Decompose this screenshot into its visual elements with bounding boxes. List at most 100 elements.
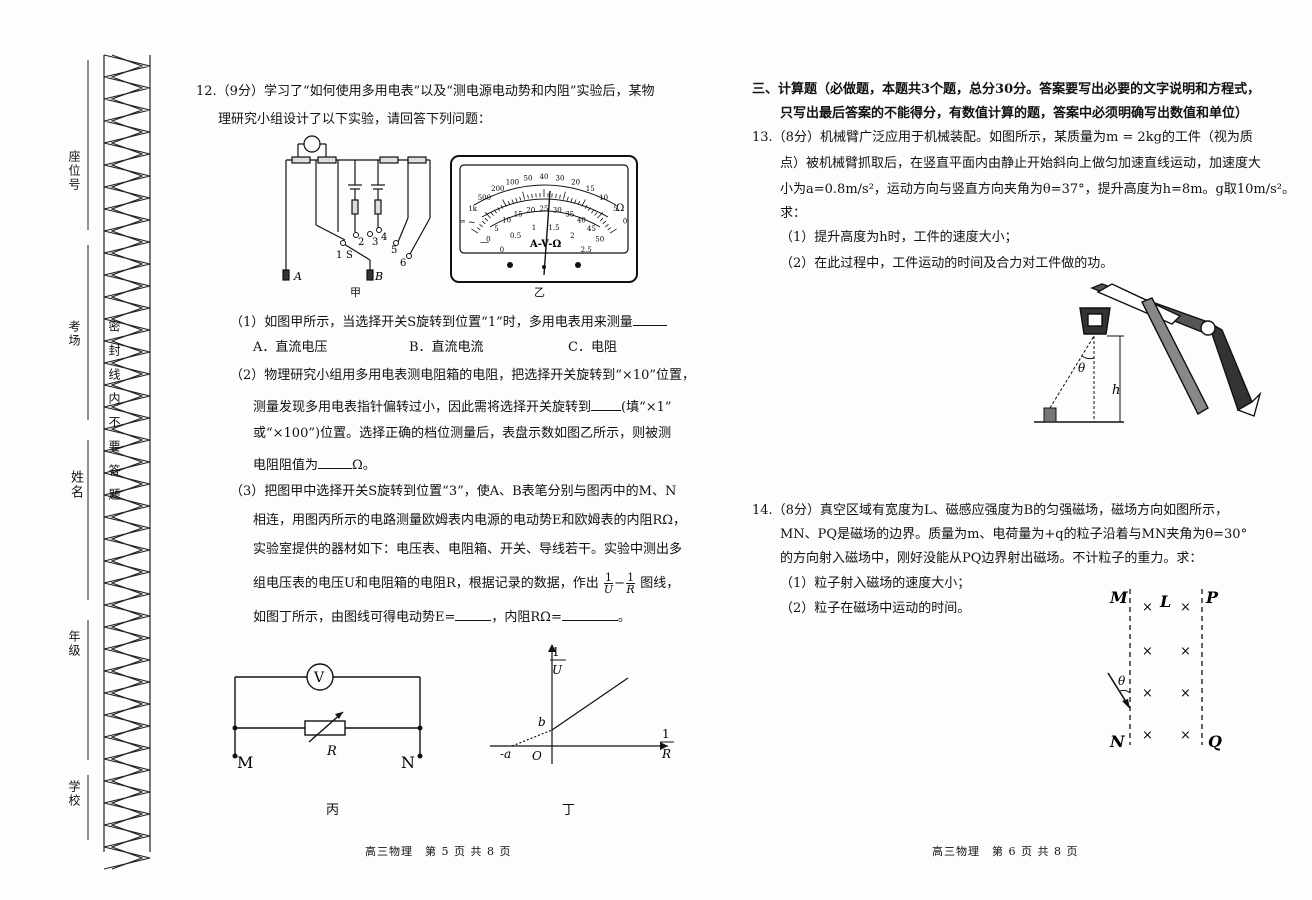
dial-scale-label: 50 xyxy=(524,174,533,182)
q12-part3-l5: 如图丁所示，由图线可得电动势E=，内阻RΩ=。 xyxy=(253,606,631,627)
binding-lines xyxy=(87,54,151,870)
q13-line3: 小为a=0.8m/s²，运动方向与竖直方向夹角为θ=37°，提升高度为h=8m。… xyxy=(780,182,1295,197)
fig-bing-caption: 丙 xyxy=(326,803,340,818)
fig-yi-caption: 乙 xyxy=(534,286,545,299)
dial-scale-label: 45 xyxy=(587,225,596,233)
dial-tick xyxy=(471,228,479,234)
dial-scale-label: ∞ xyxy=(460,218,466,226)
q14-magnetic-field-figure: M L P N Q ×× ×× ×× ×× θ xyxy=(1107,588,1222,751)
dial-tick xyxy=(605,223,609,228)
dial-scale-label: 2 xyxy=(570,232,574,240)
svg-text:×: × xyxy=(1142,686,1153,701)
dial-scale-label: 0.5 xyxy=(510,232,521,240)
dial-scale-label: 40 xyxy=(577,217,586,225)
school-label: 学校 xyxy=(67,780,81,808)
dial-scale-label: 20 xyxy=(571,178,580,186)
svg-text:4: 4 xyxy=(381,232,387,243)
figure-ding-graph: 1 U 1 R b -a O xyxy=(490,644,674,764)
svg-text:S: S xyxy=(346,250,353,261)
name-label: 姓名 xyxy=(68,470,83,500)
dial-tick xyxy=(522,191,525,200)
seat-label: 座位号 xyxy=(67,150,81,192)
dial-tick xyxy=(484,212,491,219)
svg-text:N: N xyxy=(1109,732,1126,751)
svg-text:O: O xyxy=(532,749,542,763)
dial-scale-label: 10 xyxy=(502,217,511,225)
dial-scale-label: 2.5 xyxy=(581,246,592,254)
footer-right: 高三物理 第 6 页 共 8 页 xyxy=(932,845,1079,858)
q14-sub1: （1）粒子射入磁场的速度大小； xyxy=(780,576,971,591)
dial-scale-label: 20 xyxy=(526,206,535,214)
dial-tick xyxy=(609,228,617,234)
svg-text:M: M xyxy=(237,753,253,772)
q12-line2: 理研究小组设计了以下实验，请回答下列问题： xyxy=(218,112,492,127)
dial-tick xyxy=(502,199,507,207)
dial-scale-label: 10 xyxy=(599,194,608,202)
dial-scale-label: 1 xyxy=(532,224,536,232)
dial-scale-label: 200 xyxy=(491,185,504,193)
dial-tick xyxy=(587,207,591,212)
dial-scale-label: 1k xyxy=(468,205,477,213)
dial-scale-label: 1.5 xyxy=(548,224,559,232)
dial-tick xyxy=(531,193,533,198)
dial-scale-label: 35 xyxy=(565,210,574,218)
q12-opt-b: B．直流电流 xyxy=(409,340,484,355)
dial-tick xyxy=(577,201,581,205)
q13-robot-arm-figure: θ h xyxy=(1034,283,1262,423)
q14-line3: 的方向射入磁场中，刚好没能从PQ边界射出磁场。不计粒子的重力。求： xyxy=(780,551,1203,566)
room-label: 考场 xyxy=(67,320,81,348)
dial-tick xyxy=(563,191,566,200)
dial-scale-label: 40 xyxy=(540,173,549,181)
q12-blank1[interactable] xyxy=(632,311,667,326)
q12-opt-c: C．电阻 xyxy=(568,340,617,355)
svg-text:1: 1 xyxy=(336,250,342,261)
q12-line1: 12.（9分）学习了“如何使用多用电表”以及“测电源电动势和内阻”实验后，某物 xyxy=(196,84,655,99)
dial-tick xyxy=(559,194,561,199)
svg-text:h: h xyxy=(1112,383,1120,398)
dial-tick xyxy=(599,217,604,222)
dial-tick xyxy=(481,220,486,225)
svg-text:L: L xyxy=(1159,592,1171,611)
q12-part3-l3: 实验室提供的器材如下：电压表、电阻箱、开关、导线若干。实验中测出多 xyxy=(253,542,683,557)
svg-text:×: × xyxy=(1142,728,1153,743)
svg-text:θ: θ xyxy=(1118,674,1126,688)
q14-line1: 14.（8分）真空区域有宽度为L、磁感应强度为B的匀强磁场，磁场方向如图所示， xyxy=(752,503,1229,518)
dial-tick xyxy=(581,199,586,207)
dial-tick xyxy=(555,193,557,198)
q12-part3-l2: 相连，用图丙所示的电路测量欧姆表内电源的电动势E和欧姆表的内阻RΩ， xyxy=(253,513,687,528)
dial-tick xyxy=(566,196,569,201)
svg-text:M: M xyxy=(1109,588,1129,607)
svg-text:×: × xyxy=(1180,600,1191,615)
footer-left: 高三物理 第 5 页 共 8 页 xyxy=(365,845,512,858)
q12-blank4[interactable] xyxy=(455,606,492,621)
dial-tick xyxy=(519,196,522,201)
svg-text:×: × xyxy=(1180,686,1191,701)
q12-blank5[interactable] xyxy=(561,606,618,621)
dial-scale-label: 5 xyxy=(613,205,617,213)
q12-blank2[interactable] xyxy=(591,396,622,411)
dial-tick xyxy=(500,204,504,209)
dial-tick xyxy=(497,207,501,212)
dial-scale-label: 500 xyxy=(478,194,491,202)
dial-tick xyxy=(490,212,494,216)
q12-blank3[interactable] xyxy=(318,454,353,469)
dial-tick xyxy=(607,227,612,231)
dial-scale-label: 15 xyxy=(514,210,523,218)
q12-part2-l3: 或“×100”)位置。选择正确的档位测量后，表盘示数如图乙所示，则被测 xyxy=(253,426,672,441)
svg-text:2: 2 xyxy=(358,237,364,248)
figure-bing-circuit: V R M N xyxy=(232,663,423,772)
figure-jia-circuit: A B 1 S 2 3 4 5 6 xyxy=(282,135,431,283)
dial-tick xyxy=(591,209,595,214)
q14-sub2: （2）粒子在磁场中运动的时间。 xyxy=(780,601,971,616)
q13-line1: 13.（8分）机械臂广泛应用于机械装配。如图所示，某质量为m = 2kg的工件（… xyxy=(752,130,1253,145)
svg-text:R: R xyxy=(661,747,671,761)
svg-text:R: R xyxy=(326,744,337,759)
svg-text:×: × xyxy=(1142,644,1153,659)
dial-tick xyxy=(574,199,577,204)
q12-part2-l2: 测量发现多用电表指针偏转过小，因此需将选择开关旋转到(填“×1” xyxy=(253,396,672,417)
svg-text:U: U xyxy=(552,663,563,677)
svg-text:×: × xyxy=(1142,600,1153,615)
q13-sub2: （2）在此过程中，工件运动的时间及合力对工件做的功。 xyxy=(780,256,1114,271)
